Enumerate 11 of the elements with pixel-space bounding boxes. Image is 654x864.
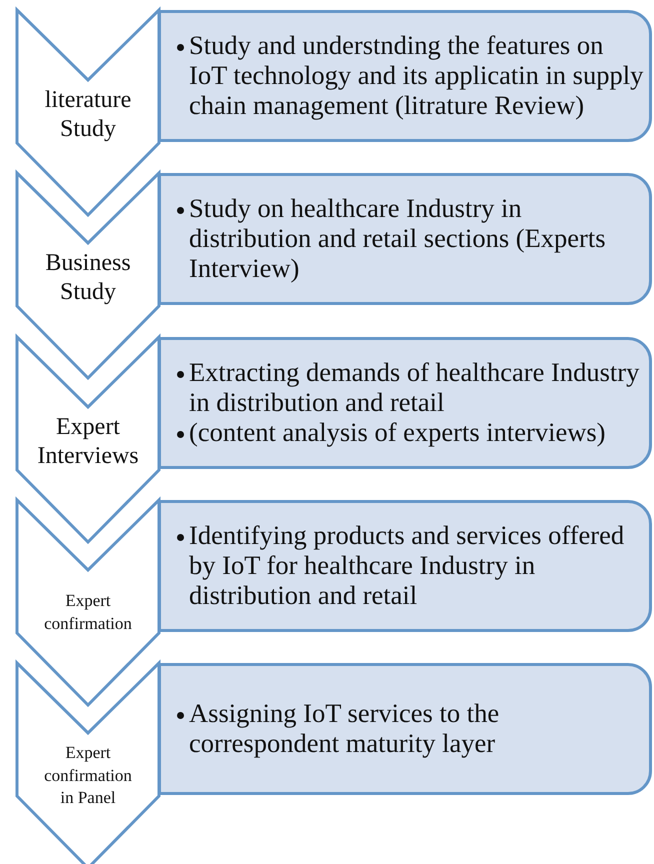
description-box xyxy=(158,337,652,469)
description-box xyxy=(158,500,652,632)
bullet-text: Extracting demands of healthcare Industry in distribution and retail xyxy=(189,358,640,418)
description-box xyxy=(158,663,652,795)
description-box xyxy=(158,173,652,305)
bullet-text: Study and understnding the features on IoT technology and its applicatin in supply chain management (litrature Review) xyxy=(189,31,644,120)
bullet-text: Identifying products and services offered by IoT for healthcare Industry in distribution and retail xyxy=(189,521,626,610)
bullet-text: Assigning IoT services to the correspondent maturity layer xyxy=(189,699,500,759)
description-box xyxy=(158,10,652,142)
bullet-text: (content analysis of experts interviews) xyxy=(189,418,606,448)
bullet-text: Study on healthcare Industry in distribution and retail sections (Experts Interview) xyxy=(189,194,607,284)
